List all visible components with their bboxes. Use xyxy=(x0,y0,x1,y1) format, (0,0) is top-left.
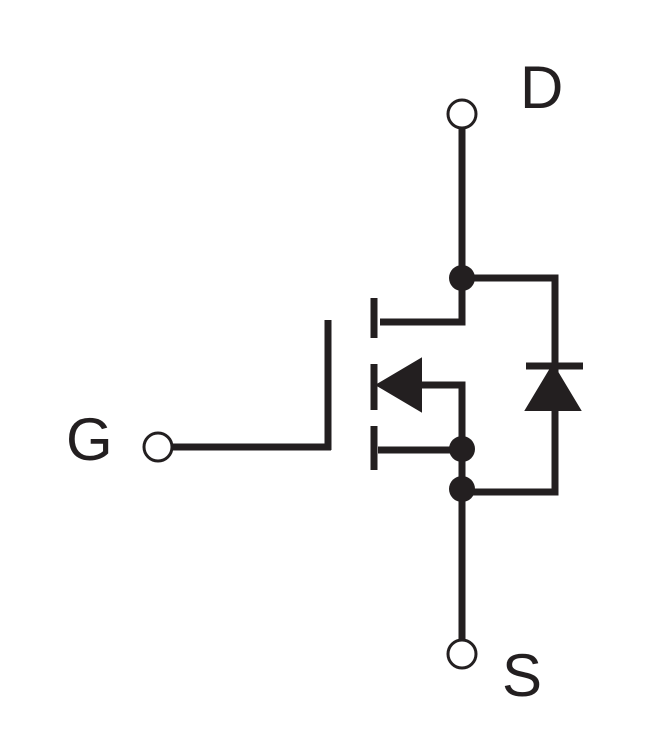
body-connection xyxy=(420,381,466,450)
source-terminal xyxy=(446,638,478,670)
drain-label: D xyxy=(520,54,563,121)
body-arrow xyxy=(375,357,422,413)
junction-source-upper xyxy=(449,436,475,462)
junction-source-lower xyxy=(449,476,475,502)
source-label: S xyxy=(502,642,542,709)
drain-terminal xyxy=(446,98,478,130)
gate-label: G xyxy=(66,406,113,473)
body-diode-triangle xyxy=(524,363,582,411)
drain-connection xyxy=(380,278,466,326)
gate-terminal xyxy=(142,431,174,463)
junction-drain xyxy=(449,265,475,291)
